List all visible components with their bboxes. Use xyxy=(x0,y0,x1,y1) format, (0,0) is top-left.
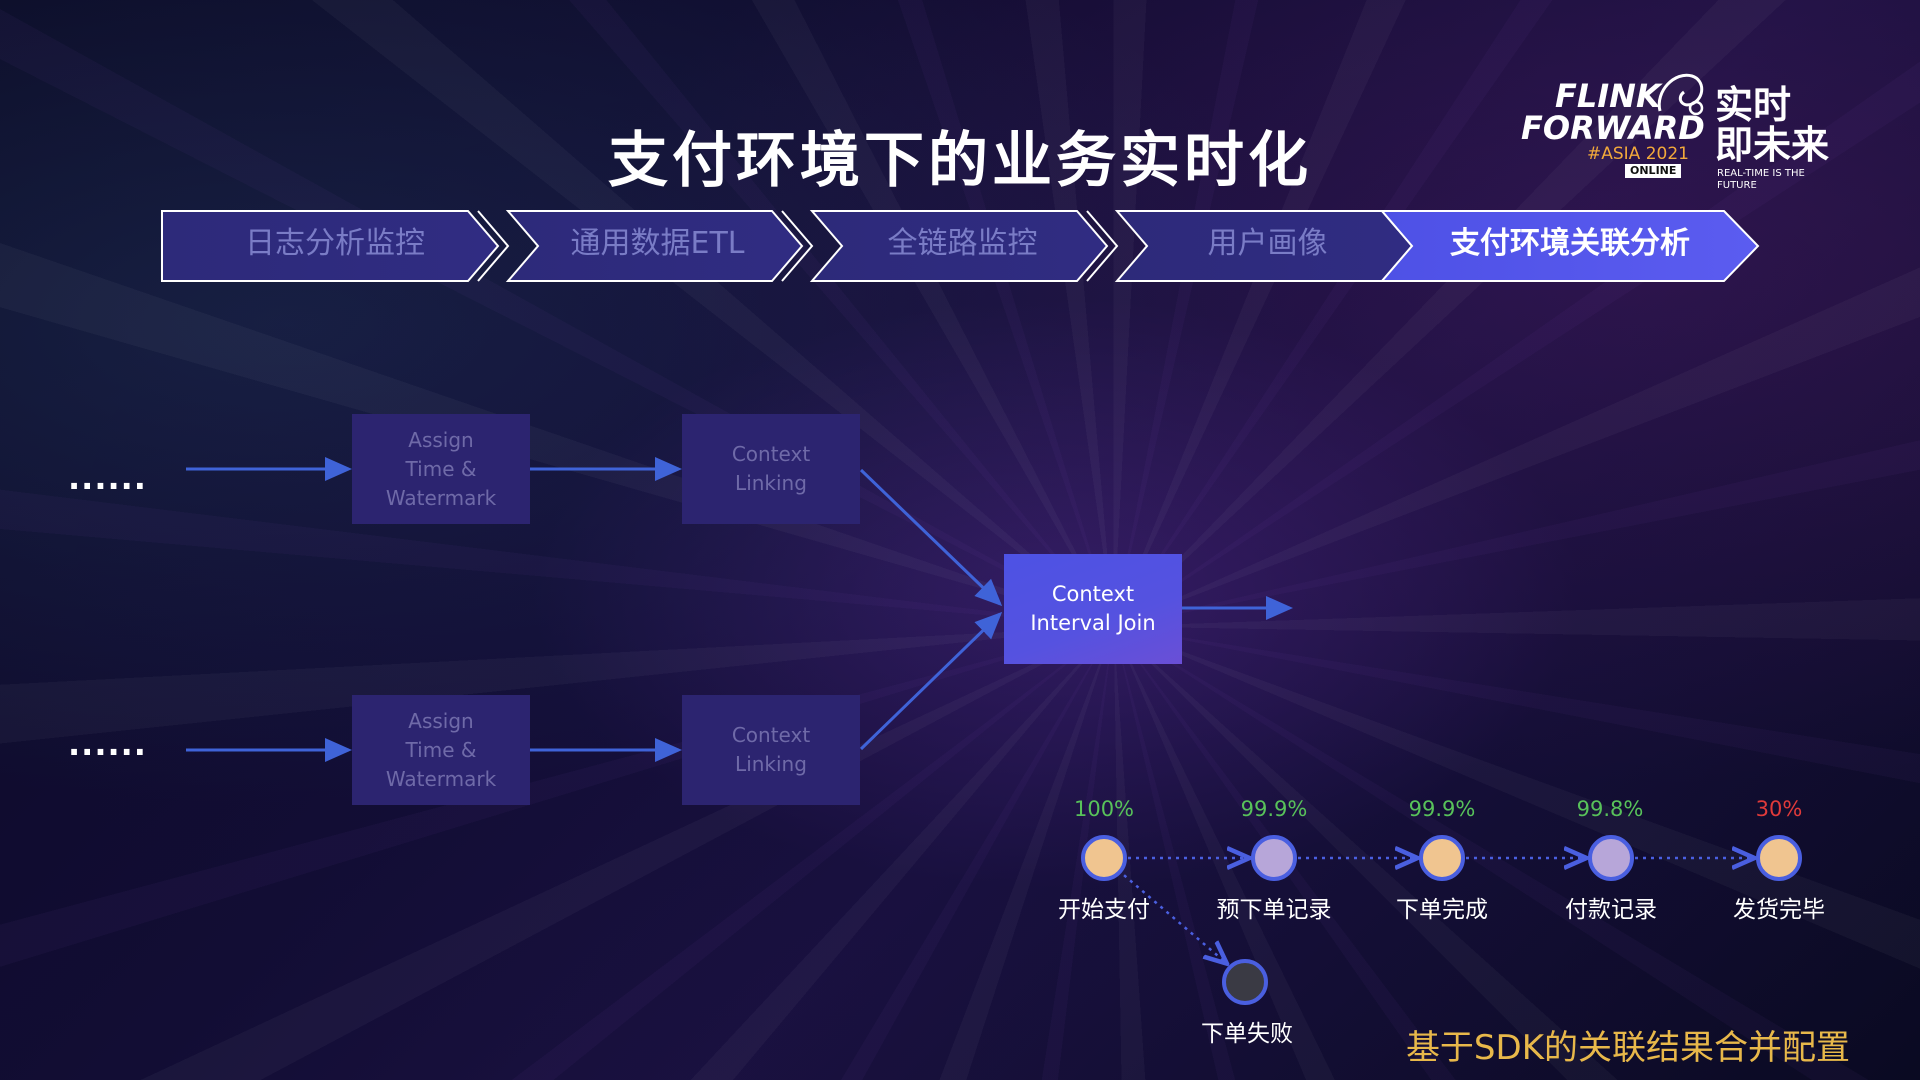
percent-order-complete: 99.9% xyxy=(1408,797,1476,821)
step-bg-2 xyxy=(505,210,804,282)
step-log-monitoring: 日志分析监控 xyxy=(245,226,425,261)
chevron-divider-icon xyxy=(477,210,510,282)
page-title: 支付环境下的业务实时化 xyxy=(608,126,1312,196)
step-full-link-monitoring: 全链路监控 xyxy=(887,226,1038,261)
logo-cn-line2: 即未来 xyxy=(1715,123,1830,167)
step-bg-1 xyxy=(161,210,500,282)
node-order-complete xyxy=(1419,835,1465,881)
label-pre-order: 预下单记录 xyxy=(1216,897,1332,923)
context-interval-join-box: Context Interval Join xyxy=(1004,554,1182,664)
step-payment-analysis: 支付环境关联分析 xyxy=(1450,226,1690,261)
node-shipped xyxy=(1756,835,1802,881)
step-bg-5 xyxy=(1379,210,1760,282)
step-user-profile: 用户画像 xyxy=(1207,226,1328,261)
label-order-failed: 下单失败 xyxy=(1201,1021,1293,1047)
label-shipped: 发货完毕 xyxy=(1733,897,1825,923)
label-order-complete: 下单完成 xyxy=(1396,897,1488,923)
node-payment-record xyxy=(1588,835,1634,881)
node-order-failed xyxy=(1222,959,1268,1005)
arrow-context-join-bottom xyxy=(859,611,1003,751)
percent-start-payment: 100% xyxy=(1073,797,1135,821)
flink-forward-logo: FLINK FORWARD #ASIA 2021 ONLINE 实时 即未来 R… xyxy=(1515,62,1845,192)
step-etl: 通用数据ETL xyxy=(570,226,745,261)
logo-forward: FORWARD xyxy=(1521,109,1705,147)
logo-flink: FLINK xyxy=(1555,77,1661,115)
percent-shipped: 30% xyxy=(1755,797,1803,821)
node-pre-order xyxy=(1251,835,1297,881)
chevron-divider-icon xyxy=(781,210,814,282)
label-payment-record: 付款记录 xyxy=(1565,897,1657,923)
chevron-divider-icon xyxy=(1086,210,1119,282)
arrow-context-join-top xyxy=(859,468,1003,607)
percent-pre-order: 99.9% xyxy=(1240,797,1308,821)
label-start-payment: 开始支付 xyxy=(1058,897,1150,923)
logo-tagline: REAL-TIME IS THE FUTURE xyxy=(1717,168,1805,191)
percent-payment-record: 99.8% xyxy=(1576,797,1644,821)
context-linking-box-top: Context Linking xyxy=(682,414,860,524)
squirrel-icon xyxy=(1657,73,1704,116)
assign-watermark-box-top: Assign Time & Watermark xyxy=(352,414,530,524)
context-linking-box-bottom: Context Linking xyxy=(682,695,860,805)
logo-asia-tag: #ASIA 2021 xyxy=(1587,144,1689,164)
logo-online-badge: ONLINE xyxy=(1625,164,1682,178)
footer-caption: 基于SDK的关联结果合并配置 xyxy=(1405,1028,1850,1068)
assign-watermark-box-bottom: Assign Time & Watermark xyxy=(352,695,530,805)
node-start-payment xyxy=(1081,835,1127,881)
step-bg-3 xyxy=(809,210,1109,282)
logo-cn-line1: 实时 xyxy=(1715,83,1792,127)
